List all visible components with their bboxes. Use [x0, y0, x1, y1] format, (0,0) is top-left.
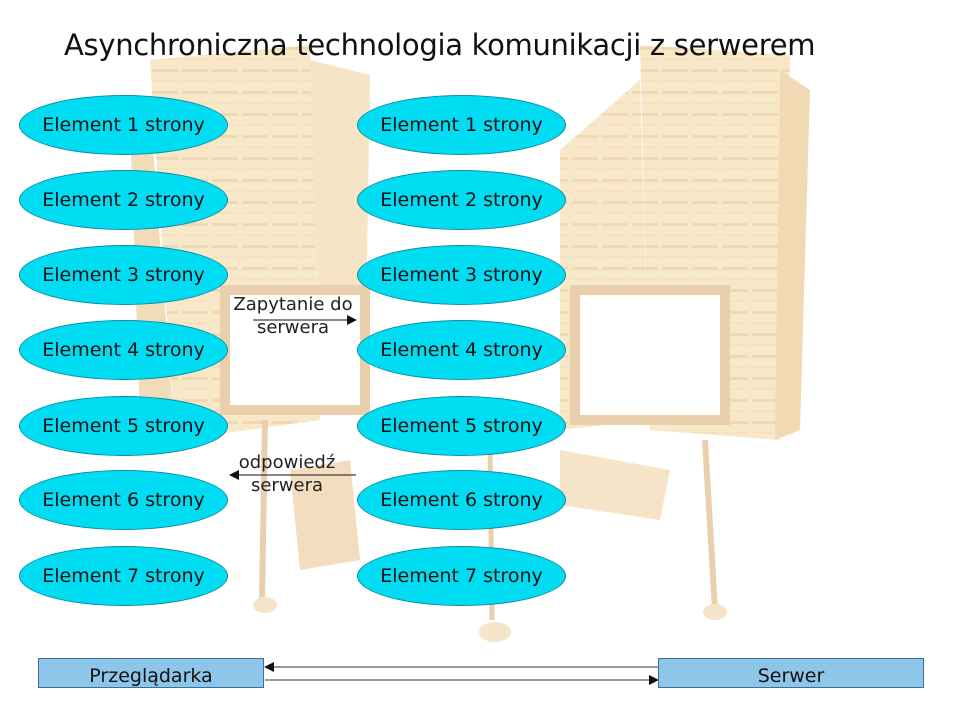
server-box: Serwer	[658, 658, 924, 688]
request-label: Zapytanie do serwera	[233, 294, 353, 338]
right-page-element-5: Element 5 strony	[357, 396, 566, 456]
left-page-element-3: Element 3 strony	[19, 245, 228, 305]
browser-box: Przeglądarka	[38, 658, 264, 688]
right-page-element-7: Element 7 strony	[357, 546, 566, 606]
response-label: odpowiedź serwera	[238, 452, 336, 496]
right-page-element-6: Element 6 strony	[357, 470, 566, 530]
right-page-element-3: Element 3 strony	[357, 245, 566, 305]
left-page-element-4: Element 4 strony	[19, 320, 228, 380]
left-page-element-7: Element 7 strony	[19, 546, 228, 606]
right-page-element-2: Element 2 strony	[357, 170, 566, 230]
left-page-element-1: Element 1 strony	[19, 95, 228, 155]
page-title: Asynchroniczna technologia komunikacji z…	[64, 28, 816, 62]
right-page-element-4: Element 4 strony	[357, 320, 566, 380]
right-page-element-1: Element 1 strony	[357, 95, 566, 155]
left-page-element-2: Element 2 strony	[19, 170, 228, 230]
left-page-element-5: Element 5 strony	[19, 396, 228, 456]
left-page-element-6: Element 6 strony	[19, 470, 228, 530]
